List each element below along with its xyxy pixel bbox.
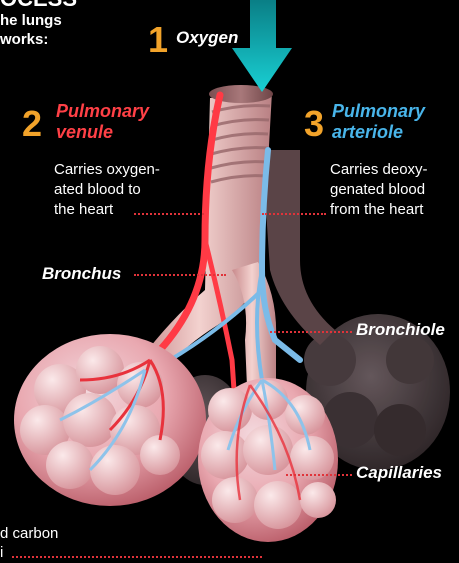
step-3-label-line-1: Pulmonary [332,101,425,121]
step-1-label: Oxygen [176,28,238,48]
footer-line-1: d carbon [0,524,58,544]
header-line-1: he lungs [0,12,62,30]
footer-leader-line [12,556,262,558]
step-2-label-line-2: venule [56,122,113,142]
step-3-desc-line-1: Carries deoxy- [330,160,428,180]
capillaries-label: Capillaries [356,463,442,483]
bronchus-leader-line [134,274,226,276]
bronchiole-label: Bronchiole [356,320,445,340]
step-1-number: 1 [148,22,168,58]
venule-leader-line [134,213,204,215]
step-3-label-line-2: arteriole [332,122,403,142]
capillaries-leader-line [286,474,352,476]
footer-line-2: i [0,543,3,563]
step-2-desc-line-1: Carries oxygen- [54,160,160,180]
bronchus-label: Bronchus [42,264,121,284]
step-2-desc-line-3: the heart [54,200,113,220]
step-3-number: 3 [304,106,324,142]
arteriole-leader-line [262,213,326,215]
step-3-desc-line-3: from the heart [330,200,423,220]
alveoli-cluster-bottom [198,378,338,542]
step-2-label-line-1: Pulmonary [56,101,149,121]
step-2-number: 2 [22,106,42,142]
alveoli-cluster-left [14,334,206,506]
step-2-desc-line-2: ated blood to [54,180,141,200]
step-3-desc-line-2: genated blood [330,180,425,200]
bronchiole-leader-line [270,331,352,333]
header-title-fragment: OCESS [0,0,77,8]
oxygen-arrow [232,0,292,92]
header-line-2: works: [0,31,48,49]
